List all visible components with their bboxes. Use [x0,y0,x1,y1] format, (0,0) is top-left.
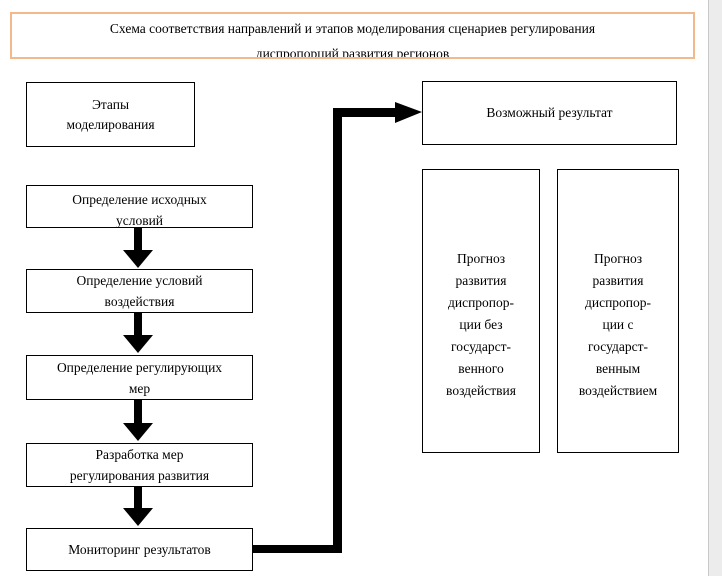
outcome-line: диспропор- [447,295,515,310]
arrow-head-down-icon [123,508,153,526]
feedback-connector-top-segment [333,108,395,117]
outcome-line: венного [458,361,504,376]
stages-header-line: моделирования [66,116,155,132]
outcome-line: воздействием [578,383,658,398]
diagram-title-line-2: диспропорций развития регионов [255,46,450,59]
diagram-title-line-1: Схема соответствия направлений и этапов … [109,21,596,36]
step-box-regulating-measures: Определение регулирующих мер [26,355,253,400]
step-line: Мониторинг результатов [68,542,211,557]
flow-down-arrow [123,228,153,268]
step-box-initial-conditions: Определение исходных условий [26,185,253,228]
stages-header-line: Этапы [91,96,130,112]
outcome-line: развития [592,273,644,288]
arrow-shaft [134,400,142,423]
feedback-connector-bottom-segment [253,545,342,553]
outcome-line: государст- [588,339,648,354]
feedback-connector-vertical-segment [333,108,342,553]
step-line: Определение условий [76,273,203,288]
arrow-shaft [134,487,142,508]
possible-result-label: Возможный результат [486,105,613,120]
arrow-head-down-icon [123,423,153,441]
step-line: Разработка мер [95,447,184,462]
flow-down-arrow [123,313,153,353]
step-line: регулирования развития [69,468,210,483]
step-line: воздействия [104,294,175,309]
arrow-head-right-icon [395,102,422,123]
arrow-shaft [134,228,142,250]
step-line: Определение регулирующих [56,359,223,375]
arrow-shaft [134,313,142,335]
diagram-title-box: Схема соответствия направлений и этапов … [10,12,695,59]
step-line: условий [115,213,164,228]
outcome-line: Прогноз [593,251,643,266]
flow-down-arrow [123,487,153,526]
outcome-line: государст- [451,339,511,354]
step-box-development-measures: Разработка мер регулирования развития [26,443,253,487]
outcome-line: диспропор- [584,295,652,310]
forecast-with-intervention-box: Прогноз развития диспропор- ции с госуда… [557,169,679,453]
forecast-without-intervention-box: Прогноз развития диспропор- ции без госу… [422,169,540,453]
outcome-line: развития [455,273,507,288]
arrow-head-down-icon [123,335,153,353]
outcome-line: воздействия [446,383,516,398]
step-box-results-monitoring: Мониторинг результатов [26,528,253,571]
scrollbar-track[interactable] [708,0,722,576]
step-box-impact-conditions: Определение условий воздействия [26,269,253,313]
step-line: Определение исходных [72,192,207,207]
possible-result-box: Возможный результат [422,81,677,145]
outcome-line: ции без [459,317,503,332]
flow-down-arrow [123,400,153,441]
outcome-line: Прогноз [456,251,506,266]
stages-header-box: Этапы моделирования [26,82,195,147]
arrow-head-down-icon [123,250,153,268]
step-line: мер [128,380,151,396]
outcome-line: ции с [602,317,634,332]
outcome-line: венным [595,361,641,376]
